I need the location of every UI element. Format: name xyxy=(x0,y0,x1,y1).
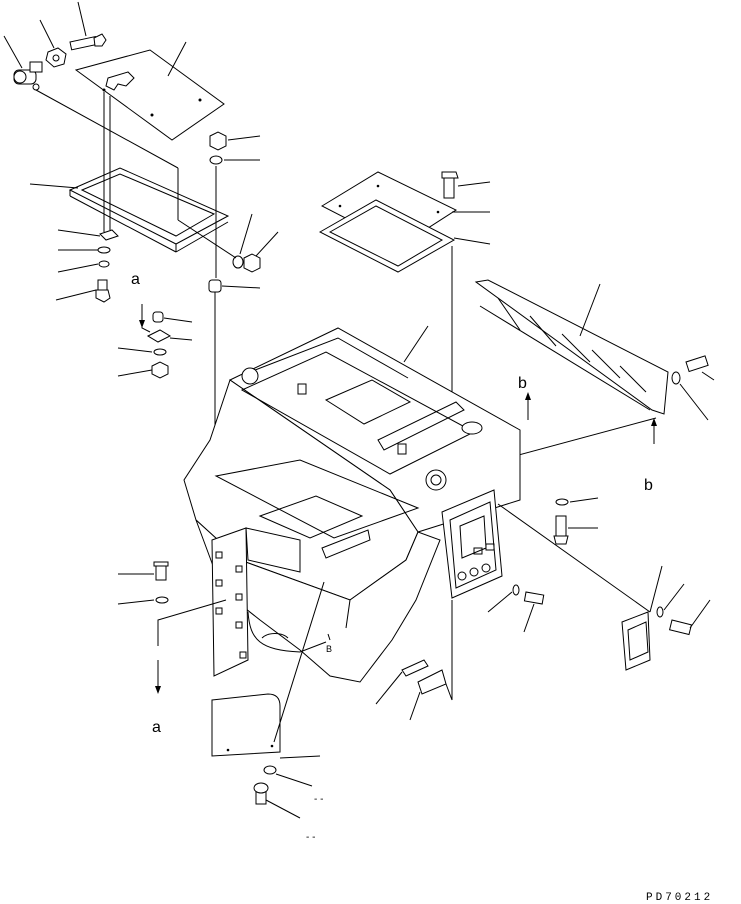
dash-mark-1: - - xyxy=(314,794,323,805)
front-access-panel xyxy=(211,527,327,677)
lower-cover-plate xyxy=(211,581,325,759)
eye-bolt-part xyxy=(13,61,43,91)
tray-nut-part xyxy=(243,253,261,273)
hex-nut-part xyxy=(45,47,67,68)
view-b-label-right: b xyxy=(644,477,653,494)
tray-frame xyxy=(68,167,230,253)
view-a-label-top: a xyxy=(131,271,140,288)
hex-bolt-part xyxy=(69,33,107,51)
view-b-label-top: b xyxy=(518,375,527,392)
assembly-lines xyxy=(35,89,237,259)
harness-connectors xyxy=(375,600,453,721)
drawing-code: PD70212 xyxy=(646,892,713,904)
bracket-clip-part xyxy=(99,229,119,241)
monitor-panel xyxy=(441,489,651,613)
view-a-label-bottom: a xyxy=(152,719,161,736)
rail-bolt-part xyxy=(671,355,715,421)
washer-part xyxy=(97,246,111,254)
side-guard-rail xyxy=(474,279,669,415)
lower-knob-bolt-part xyxy=(253,782,301,819)
inspection-gasket xyxy=(318,199,456,273)
leader-lines-center xyxy=(403,181,491,400)
small-b-marker: B xyxy=(326,644,332,654)
mounting-bracket xyxy=(621,565,711,671)
spacer-collar-part xyxy=(208,279,222,293)
top-cover-plate xyxy=(74,49,225,141)
bolt-part-left xyxy=(95,279,111,303)
spacer-nut-part xyxy=(209,131,227,151)
view-a-parts xyxy=(146,311,172,379)
monitor-bolt-parts xyxy=(487,497,599,633)
spacer-washer-part xyxy=(209,155,223,165)
frame-bolt-part xyxy=(117,561,169,605)
dash-mark-2: - - xyxy=(306,832,315,843)
cover-bolt-part xyxy=(441,171,459,199)
leader-lines-left xyxy=(3,1,279,377)
tray-washer-part xyxy=(232,255,244,269)
lower-washer-part xyxy=(263,765,313,787)
lock-washer-part xyxy=(98,260,110,268)
